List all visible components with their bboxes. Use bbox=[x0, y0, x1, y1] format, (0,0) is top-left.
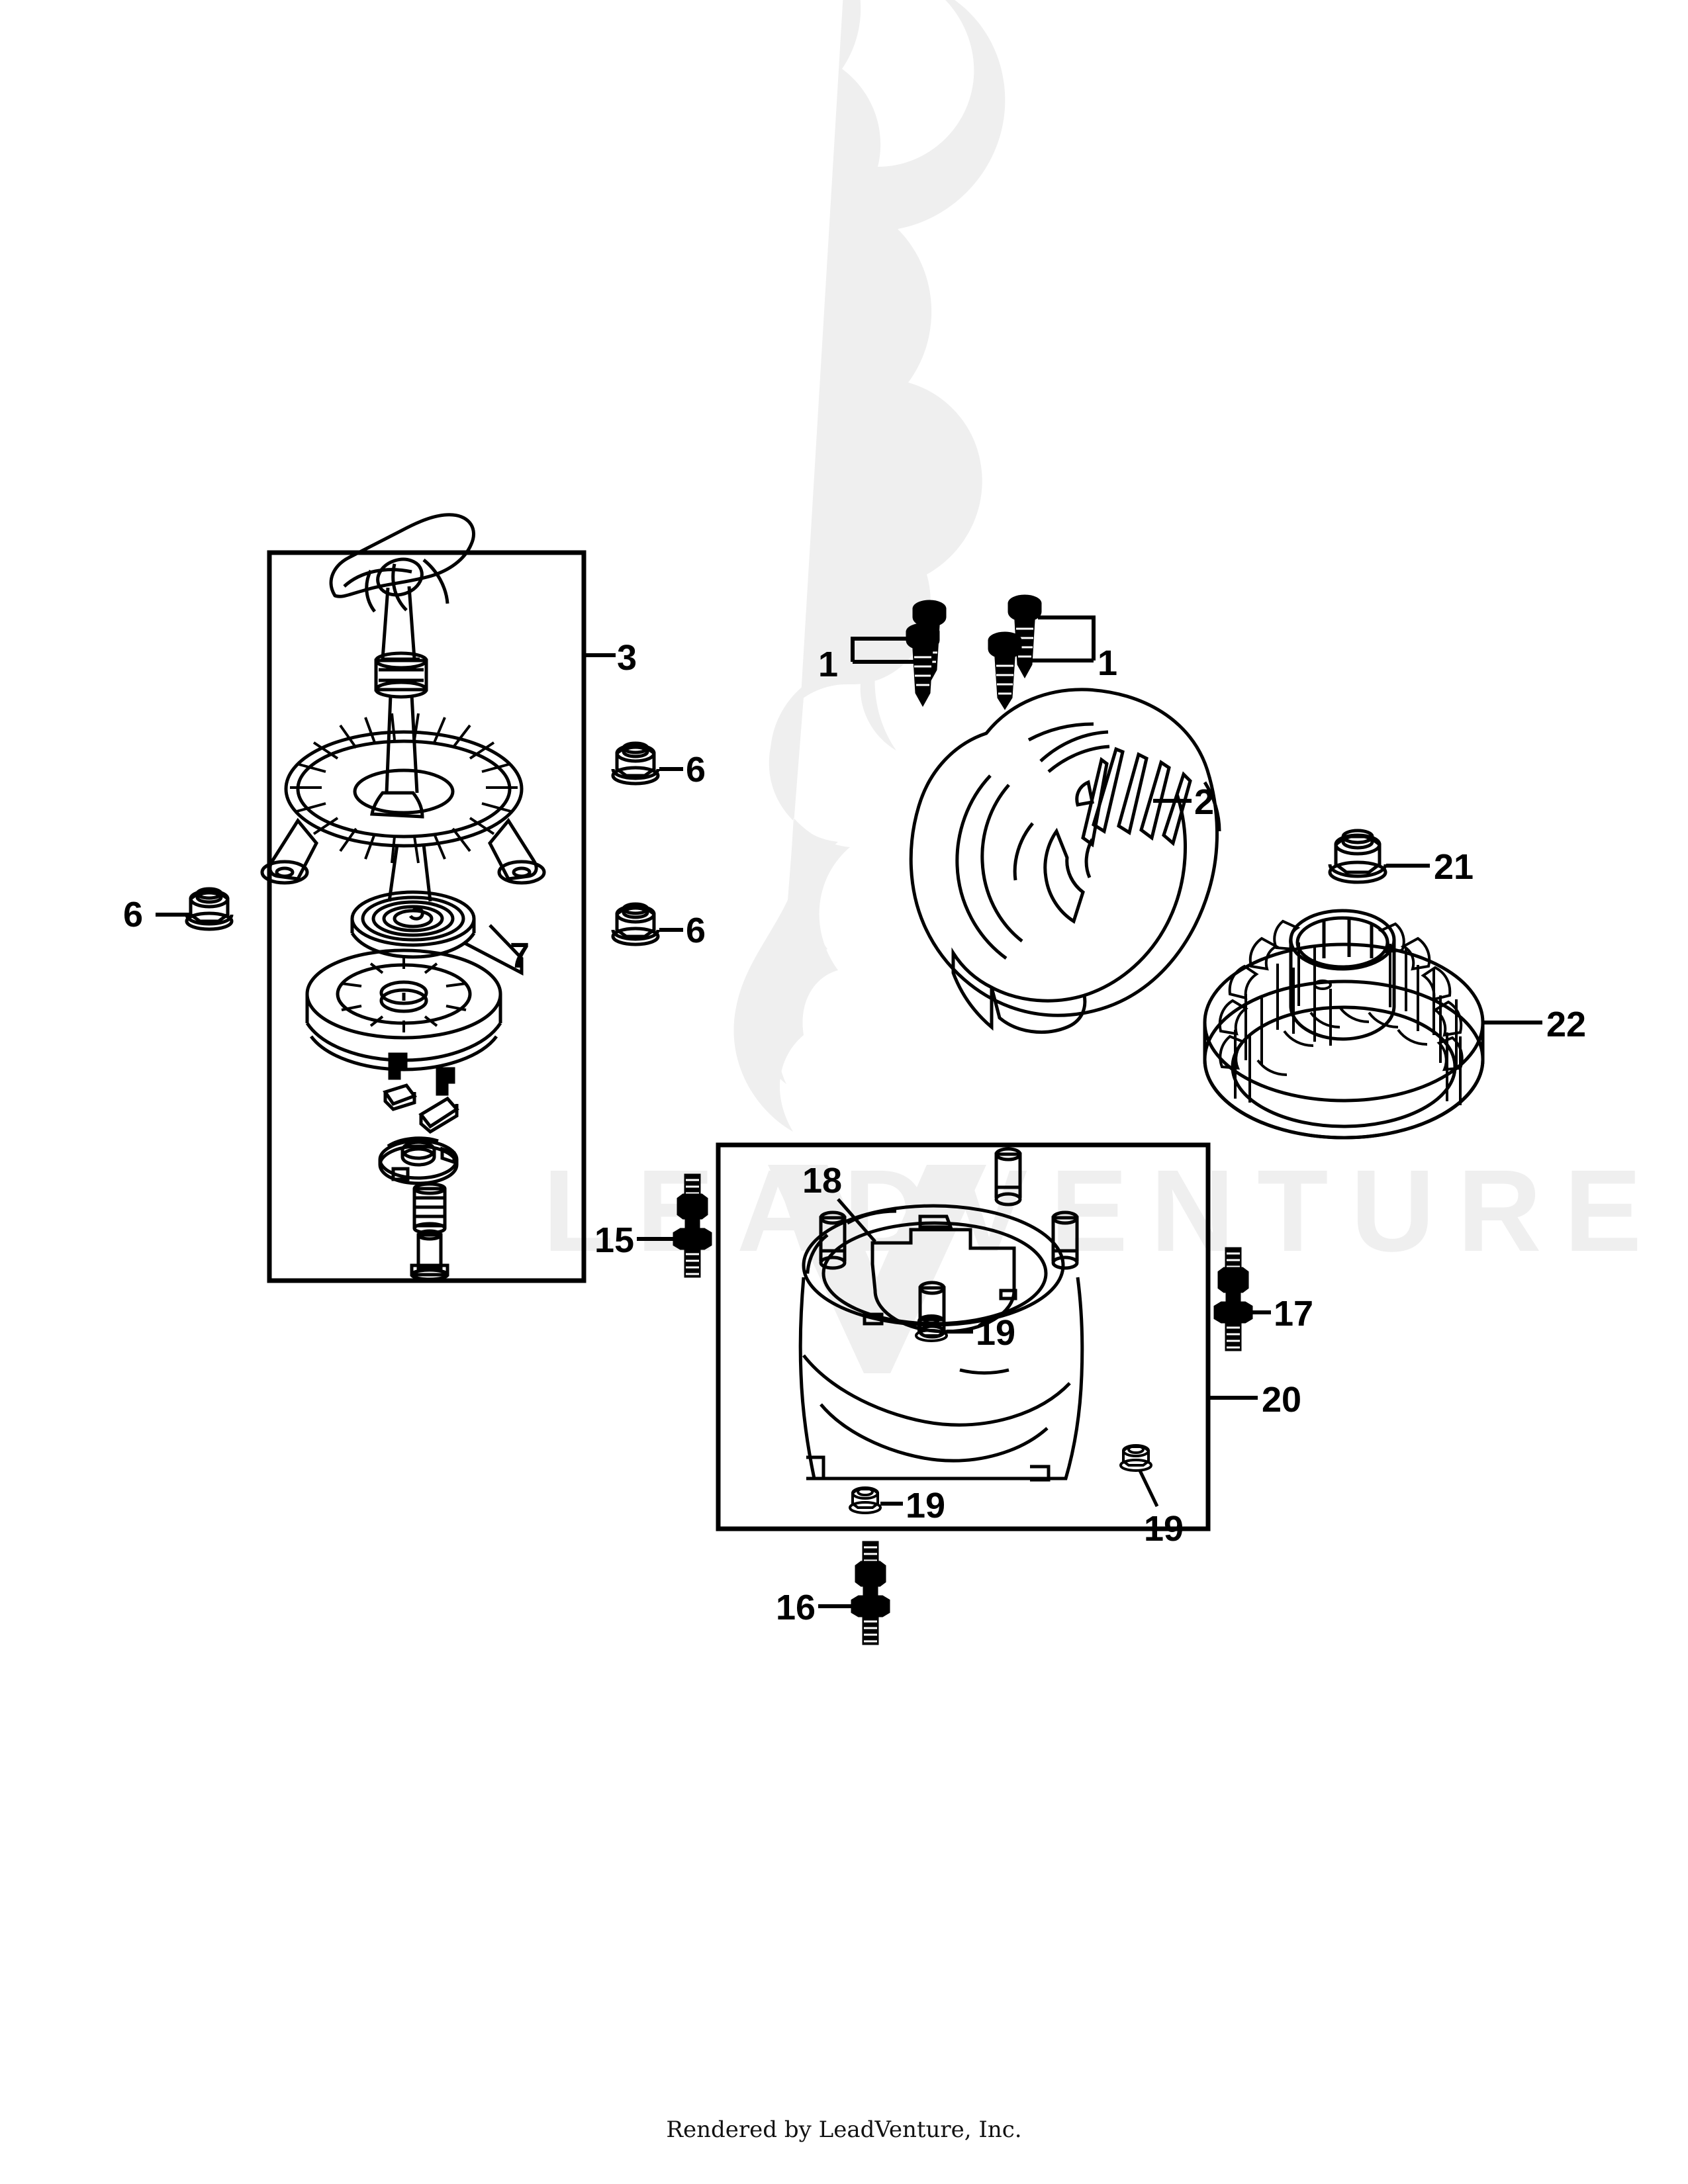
callout-1-left[interactable]: 1 bbox=[818, 645, 838, 684]
flange-nut-19c: 19 bbox=[849, 1486, 945, 1525]
callout-7[interactable]: 7 bbox=[510, 936, 530, 976]
callout-22[interactable]: 22 bbox=[1546, 1005, 1586, 1044]
screw-self-tapping-4 bbox=[988, 631, 1022, 710]
screw-group-right: 1 bbox=[988, 594, 1117, 710]
callout-19-right[interactable]: 19 bbox=[1144, 1509, 1184, 1549]
flange-lock-nut-lower: 6 bbox=[611, 902, 706, 950]
callout-21[interactable]: 21 bbox=[1434, 847, 1474, 887]
engine-cover-shroud bbox=[909, 688, 1221, 1034]
recoil-spring bbox=[350, 890, 476, 959]
leader-line-18 bbox=[837, 1198, 876, 1243]
callout-6-upper[interactable]: 6 bbox=[686, 750, 706, 790]
stud-bolt-16: 16 bbox=[776, 1541, 890, 1645]
callout-6-left[interactable]: 6 bbox=[123, 895, 143, 934]
starter-handle bbox=[329, 513, 475, 819]
stud-bolt-17: 17 bbox=[1213, 1247, 1313, 1351]
footer-credit: Rendered by LeadVenture, Inc. bbox=[666, 2116, 1022, 2143]
svg-text:LEADVENTURE: LEADVENTURE bbox=[543, 1146, 1664, 1276]
center-bolt bbox=[410, 1229, 449, 1281]
screw-group-left: 1 bbox=[818, 600, 947, 707]
leader-line-7 bbox=[462, 924, 524, 976]
callout-19-bottom[interactable]: 19 bbox=[906, 1486, 945, 1525]
stud-bolt-15: 15 bbox=[594, 1173, 712, 1278]
flange-lock-nut-upper: 6 bbox=[611, 741, 706, 790]
starter-pawls bbox=[388, 1052, 455, 1096]
starter-friction-springs bbox=[383, 1083, 459, 1134]
callout-15[interactable]: 15 bbox=[594, 1220, 634, 1260]
callout-3[interactable]: 3 bbox=[617, 638, 637, 678]
screw-self-tapping-3 bbox=[1008, 594, 1042, 679]
callout-6-lower[interactable]: 6 bbox=[686, 911, 706, 950]
callout-1-right[interactable]: 1 bbox=[1098, 643, 1117, 683]
callout-19-center[interactable]: 19 bbox=[976, 1313, 1015, 1353]
flywheel-lock-nut bbox=[1328, 829, 1387, 884]
flange-nut-19a: 19 bbox=[915, 1313, 1015, 1353]
return-spring bbox=[412, 1182, 447, 1235]
callout-16[interactable]: 16 bbox=[776, 1588, 816, 1627]
flange-lock-nut-left bbox=[185, 887, 234, 931]
group-box-blower-housing bbox=[716, 1142, 1211, 1531]
leader-line-19b bbox=[1138, 1469, 1159, 1508]
ratchet-plate bbox=[378, 1136, 459, 1185]
callout-18[interactable]: 18 bbox=[802, 1161, 842, 1201]
callout-2[interactable]: 2 bbox=[1194, 782, 1214, 822]
starter-pulley bbox=[305, 948, 502, 1071]
callout-20[interactable]: 20 bbox=[1262, 1380, 1301, 1420]
starter-cover bbox=[260, 713, 546, 902]
flange-nut-19b: 19 bbox=[1119, 1444, 1184, 1549]
flywheel bbox=[1203, 909, 1485, 1140]
callout-17[interactable]: 17 bbox=[1274, 1294, 1313, 1334]
screw-self-tapping-2 bbox=[906, 623, 940, 707]
